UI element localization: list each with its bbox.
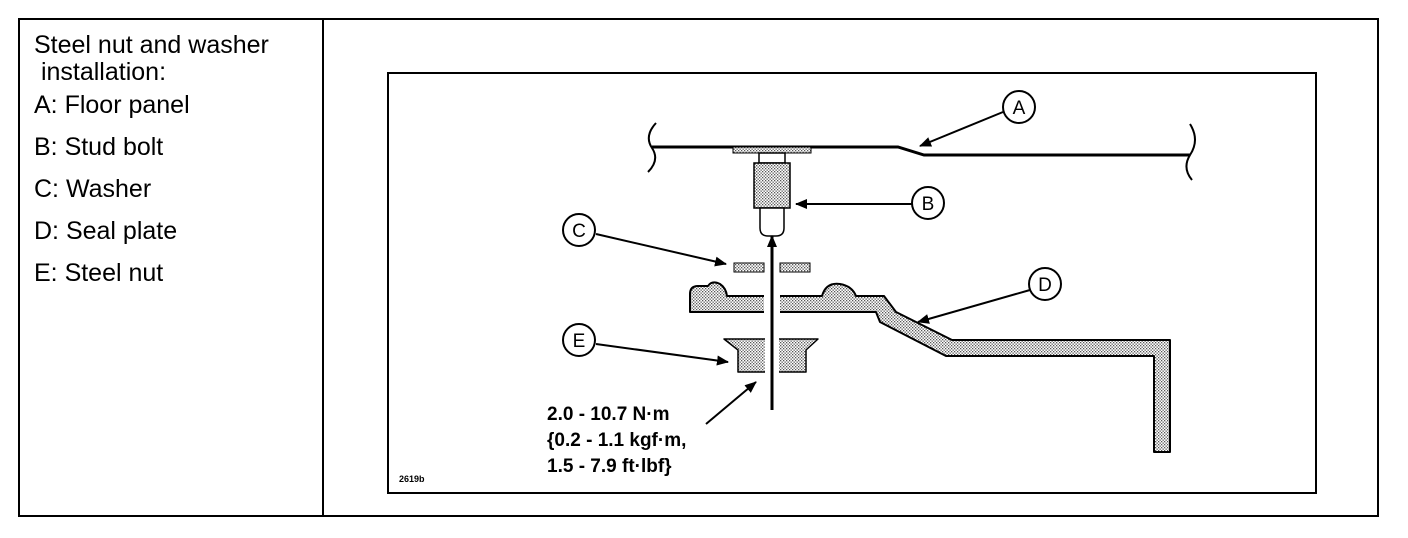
callout-c-label: C [572,221,586,242]
legend-item-d: D: Seal plate [34,217,178,245]
torque-line-2: {0.2 - 1.1 kgf·m, [547,430,686,451]
callout-a: A [1002,90,1036,124]
callout-b: B [911,186,945,220]
legend-panel: Steel nut and washer installation: A: Fl… [34,32,316,302]
callout-e: E [562,323,596,357]
torque-line-1: 2.0 - 10.7 N·m [547,404,670,425]
diagram-panel: A B C D E 2.0 - 10.7 N·m {0.2 - 1.1 kgf·… [387,72,1317,494]
washer [733,262,811,273]
table-frame [18,18,1379,517]
leader-line-c [595,233,727,267]
callout-d: D [1028,267,1062,301]
callout-c: C [562,213,596,247]
stud-bolt [732,146,812,237]
legend-item-e: E: Steel nut [34,259,164,287]
floor-panel [647,122,1196,181]
legend-item-c: C: Washer [34,175,152,203]
callout-a-label: A [1013,98,1026,119]
legend-title: Steel nut and washer installation: [34,31,269,86]
installation-diagram: A B C D E 2.0 - 10.7 N·m {0.2 - 1.1 kgf·… [399,90,1196,484]
torque-leader-line [705,381,757,425]
torque-line-3: 1.5 - 7.9 ft·lbf} [547,456,672,477]
callout-b-label: B [922,194,935,215]
column-divider [322,18,324,517]
callout-e-label: E [573,331,586,352]
leader-line-e [595,343,729,366]
legend-item-a: A: Floor panel [34,91,190,119]
leader-line-d [917,289,1031,324]
callout-d-label: D [1038,275,1052,296]
torque-spec: 2.0 - 10.7 N·m {0.2 - 1.1 kgf·m, 1.5 - 7… [547,404,686,477]
legend-item-b: B: Stud bolt [34,133,164,161]
figure-id: 2619b [399,474,425,484]
leader-line-a [919,111,1004,147]
